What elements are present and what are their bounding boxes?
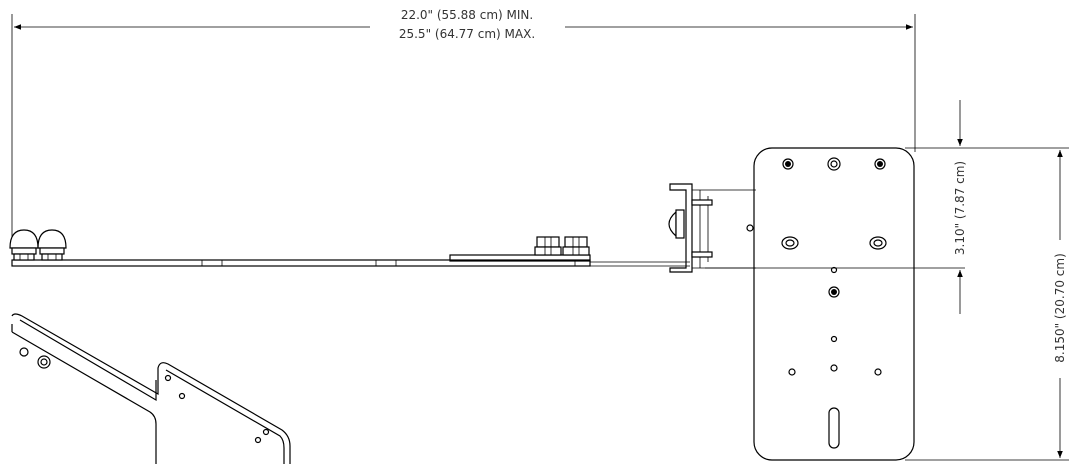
screw-icon [828,286,840,298]
plate-height-dimension: 8.150" (20.70 cm) [1053,150,1067,458]
mounting-plate [753,147,915,461]
knob-left-1 [9,229,39,261]
knob-left-2 [37,229,67,261]
isometric-bracket [11,313,291,464]
width-max-label: 25.5" (64.77 cm) MAX. [399,27,535,41]
slot-icon [869,236,887,250]
plate-height-label: 8.150" (20.70 cm) [1053,253,1067,363]
screw-icon [782,158,794,170]
width-min-label: 22.0" (55.88 cm) MIN. [401,8,533,22]
hole-spacing-label: 3.10" (7.87 cm) [953,161,967,255]
hole-spacing-dimension: 3.10" (7.87 cm) [953,100,967,314]
arm-side-view [11,254,690,267]
screw-icon [827,157,841,171]
width-dimension: 22.0" (55.88 cm) MIN. 25.5" (64.77 cm) M… [11,8,916,240]
screw-icon [874,158,886,170]
nut-pair [534,236,590,256]
slot-icon [781,236,799,250]
bracket-assembly [668,183,756,273]
